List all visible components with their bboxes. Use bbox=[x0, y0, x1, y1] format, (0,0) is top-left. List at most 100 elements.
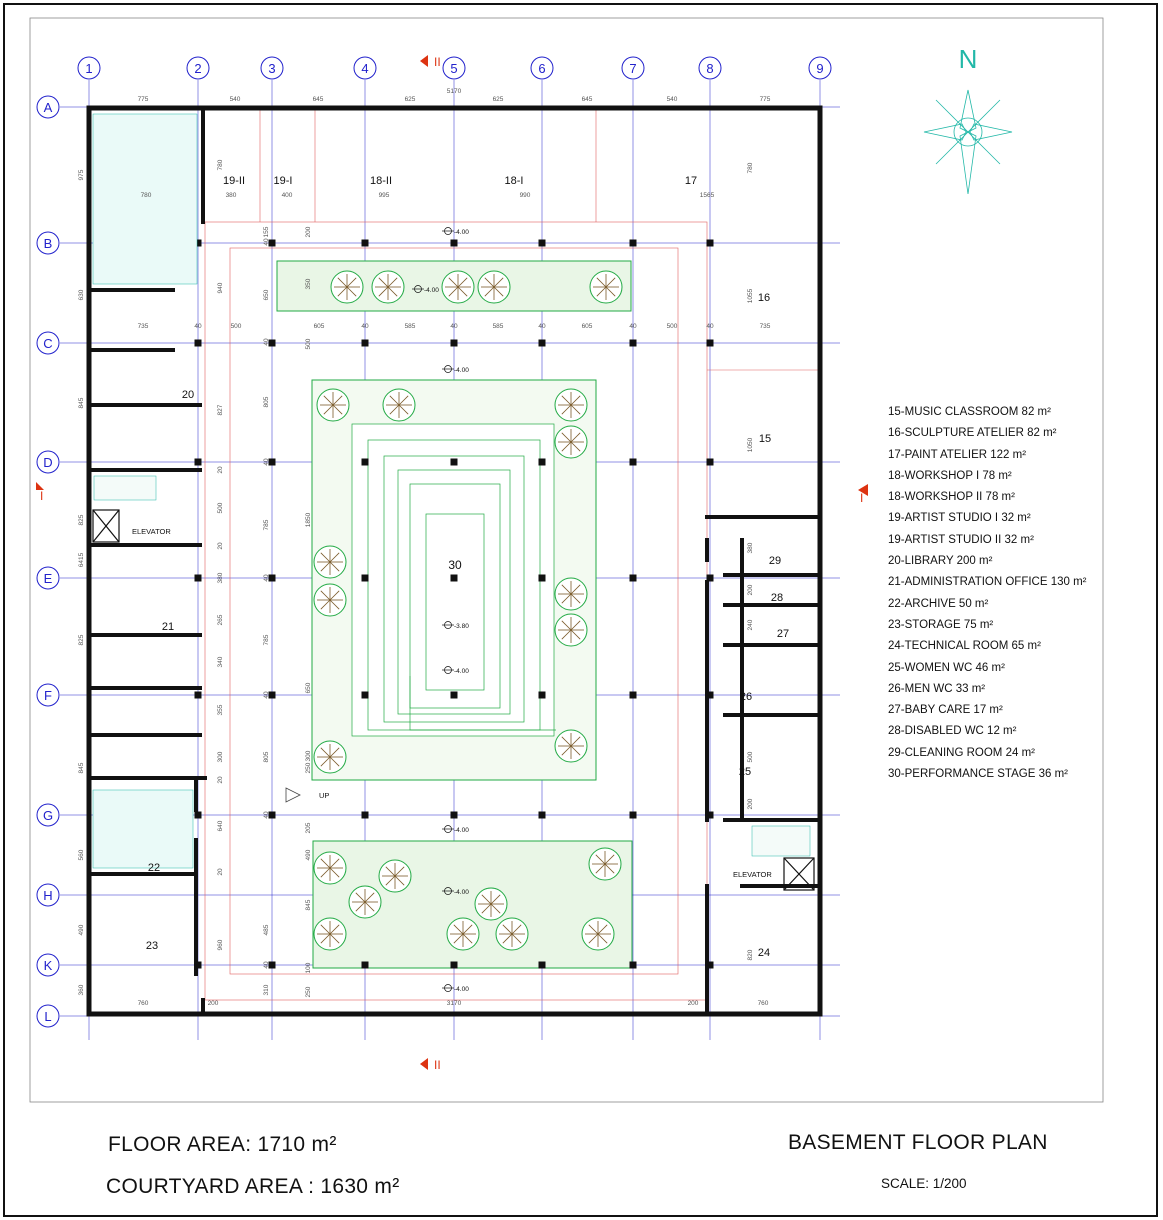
dimension-label: 310 bbox=[263, 984, 270, 995]
room-legend: 15-MUSIC CLASSROOM 82 m² 16-SCULPTURE AT… bbox=[888, 402, 1087, 785]
dimension-label: 250 bbox=[305, 986, 312, 997]
room-label: 16 bbox=[758, 292, 770, 304]
axis-bubble-row bbox=[36, 1004, 60, 1028]
room-label: 19-I bbox=[274, 175, 293, 187]
room-label: 18-II bbox=[370, 175, 392, 187]
column bbox=[361, 458, 369, 466]
legend-item: 18-WORKSHOP II 78 m² bbox=[888, 491, 1015, 504]
column bbox=[361, 961, 369, 969]
column bbox=[268, 574, 276, 582]
column bbox=[194, 691, 202, 699]
tree-icon bbox=[495, 917, 529, 951]
room-label: 24 bbox=[758, 947, 770, 959]
dimension-label: 40 bbox=[263, 811, 270, 819]
column bbox=[450, 961, 458, 969]
dimension-label: 780 bbox=[217, 159, 224, 170]
tree-icon bbox=[371, 270, 405, 304]
level-value: -4.00 bbox=[454, 229, 469, 236]
dimension-label: 960 bbox=[217, 939, 224, 950]
outer-wall bbox=[86, 105, 823, 1017]
column bbox=[706, 458, 714, 466]
axis-label-row: K bbox=[44, 958, 53, 973]
dimension-label: 20 bbox=[217, 776, 224, 784]
axis-bubble-column bbox=[186, 56, 210, 80]
dimension-label: 100 bbox=[305, 962, 312, 973]
dimension-label: 40 bbox=[263, 458, 270, 466]
dimension-label: 540 bbox=[230, 96, 241, 103]
dimension-label: 490 bbox=[78, 924, 85, 935]
axis-label-row: F bbox=[44, 688, 52, 703]
legend-item: 24-TECHNICAL ROOM 65 m² bbox=[888, 640, 1041, 653]
dimension-label: 560 bbox=[78, 849, 85, 860]
room-label: 29 bbox=[769, 555, 781, 567]
axis-label-column: 7 bbox=[629, 61, 636, 76]
dimension-label: 40 bbox=[629, 323, 637, 330]
structural-columns bbox=[194, 239, 714, 969]
section-label-right: I bbox=[860, 491, 863, 505]
level-marker bbox=[442, 621, 454, 629]
dimension-label: 380 bbox=[226, 192, 237, 199]
legend-item: 17-PAINT ATELIER 122 m² bbox=[888, 448, 1027, 461]
dimension-label: 775 bbox=[760, 96, 771, 103]
tree-icon bbox=[554, 613, 588, 647]
dimension-label: 40 bbox=[194, 323, 202, 330]
tree-icon bbox=[474, 887, 508, 921]
section-label-left: I bbox=[40, 489, 43, 503]
level-marker bbox=[442, 825, 454, 833]
axis-label-column: 5 bbox=[450, 61, 457, 76]
dimension-label: 500 bbox=[231, 323, 242, 330]
axis-bubble-column bbox=[698, 56, 722, 80]
dimension-label: 200 bbox=[305, 226, 312, 237]
dimension-label: 40 bbox=[706, 323, 714, 330]
level-value: -4.00 bbox=[424, 287, 439, 294]
elevator-east-label: ELEVATOR bbox=[733, 870, 772, 879]
walls bbox=[86, 105, 823, 1017]
dimension-label: 645 bbox=[313, 96, 324, 103]
column bbox=[361, 339, 369, 347]
tree-icon bbox=[477, 270, 511, 304]
scale: SCALE: 1/200 bbox=[881, 1176, 967, 1191]
column bbox=[194, 458, 202, 466]
room-label: 17 bbox=[685, 175, 697, 187]
level-marker bbox=[442, 227, 454, 235]
legend-item: 18-WORKSHOP I 78 m² bbox=[888, 469, 1012, 482]
dimension-label: 200 bbox=[688, 1000, 699, 1007]
dimension-label: 40 bbox=[263, 691, 270, 699]
legend-item: 16-SCULPTURE ATELIER 82 m² bbox=[888, 427, 1057, 440]
column bbox=[629, 239, 637, 247]
dimension-label: 585 bbox=[405, 323, 416, 330]
column bbox=[194, 239, 202, 247]
dimension-label: 355 bbox=[217, 704, 224, 715]
column bbox=[268, 458, 276, 466]
room-label: 22 bbox=[148, 862, 160, 874]
axis-label-row: E bbox=[44, 571, 53, 586]
room-label: 27 bbox=[777, 628, 789, 640]
column bbox=[538, 458, 546, 466]
courtyard-area: COURTYARD AREA : 1630 m² bbox=[106, 1175, 400, 1198]
elevator-east-shaft bbox=[783, 857, 815, 891]
tree-icon bbox=[554, 577, 588, 611]
dimension-label: 350 bbox=[305, 278, 312, 289]
dimension-label: 845 bbox=[78, 397, 85, 408]
dimension-label: 300 bbox=[305, 750, 312, 761]
legend-item: 25-WOMEN WC 46 m² bbox=[888, 661, 1005, 674]
dimension-label: 805 bbox=[263, 751, 270, 762]
column bbox=[361, 811, 369, 819]
dimension-label: 640 bbox=[217, 820, 224, 831]
drawing-frame bbox=[3, 3, 1158, 1217]
dimension-label: 40 bbox=[263, 574, 270, 582]
dimension-label: 3170 bbox=[447, 1000, 462, 1007]
level-value: -4.00 bbox=[454, 889, 469, 896]
dimension-label: 500 bbox=[305, 338, 312, 349]
dimension-label: 265 bbox=[217, 614, 224, 625]
dimension-label: 360 bbox=[78, 984, 85, 995]
dimension-label: 630 bbox=[78, 289, 85, 300]
dimension-label: 400 bbox=[282, 192, 293, 199]
dimension-label: 500 bbox=[747, 751, 754, 762]
axis-bubble-column bbox=[353, 56, 377, 80]
up-arrow-icon bbox=[285, 787, 301, 803]
legend-item: 30-PERFORMANCE STAGE 36 m² bbox=[888, 768, 1068, 781]
tree-icon bbox=[382, 388, 416, 422]
